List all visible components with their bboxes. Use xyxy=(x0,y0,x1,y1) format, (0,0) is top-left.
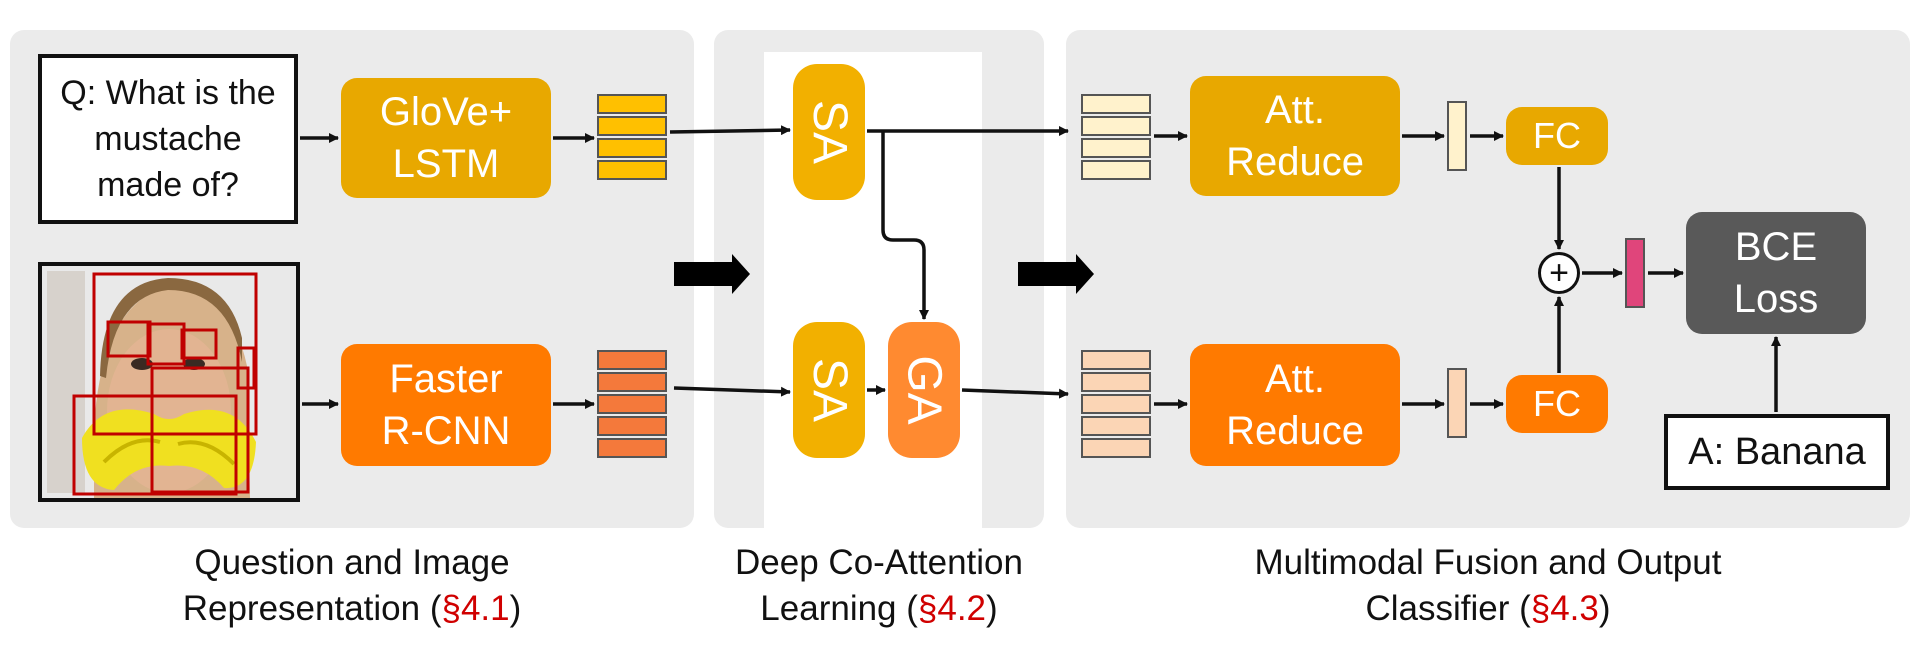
question-line-2: mustache xyxy=(94,120,242,158)
ga-block: GA xyxy=(888,322,960,458)
att-reduce-bottom-block: Att. Reduce xyxy=(1190,344,1400,466)
caption-2-close: ) xyxy=(986,589,998,628)
question-line-1: Q: What is the xyxy=(60,74,276,112)
att-reduce-bottom-line-2: Reduce xyxy=(1226,409,1364,453)
caption-1-line-2: Representation ( xyxy=(182,589,442,628)
answer-label: A: Banana xyxy=(1688,430,1866,473)
question-feature-cell xyxy=(597,94,667,114)
caption-3-section-ref: §4.3 xyxy=(1530,589,1599,628)
fc-top-block: FC xyxy=(1506,107,1608,165)
attended-image-cell xyxy=(1081,416,1151,436)
att-reduce-top-block: Att. Reduce xyxy=(1190,76,1400,196)
faster-rcnn-line-1: Faster xyxy=(389,357,503,401)
attended-question-cell xyxy=(1081,94,1151,114)
sa-top-block: SA xyxy=(793,64,865,200)
attended-image-cell xyxy=(1081,394,1151,414)
question-feature-cell xyxy=(597,160,667,180)
image-feature-cell xyxy=(597,416,667,436)
att-reduce-top-line-2: Reduce xyxy=(1226,140,1364,184)
question-feature-cell xyxy=(597,116,667,136)
caption-1-line-1: Question and Image xyxy=(194,543,510,582)
caption-3-close: ) xyxy=(1598,589,1611,628)
caption-representation: Question and Image Representation (§4.1) xyxy=(10,540,694,632)
faster-rcnn-block: Faster R-CNN xyxy=(341,344,551,466)
glove-lstm-line-1: GloVe+ xyxy=(379,90,513,134)
att-reduce-top-line-1: Att. xyxy=(1264,88,1326,132)
sum-operator: + xyxy=(1538,252,1580,294)
faster-rcnn-line-2: R-CNN xyxy=(381,409,511,453)
glove-lstm-block: GloVe+ LSTM xyxy=(341,78,551,198)
bce-loss-block: BCE Loss xyxy=(1686,212,1866,334)
image-feature-cell xyxy=(597,438,667,458)
caption-2-line-2: Learning ( xyxy=(760,589,918,628)
fc-top-label: FC xyxy=(1533,115,1581,156)
plus-symbol: + xyxy=(1549,254,1569,292)
fc-bottom-label: FC xyxy=(1533,383,1581,424)
caption-2-line-1: Deep Co-Attention xyxy=(735,543,1023,582)
question-box: Q: What is the mustache made of? xyxy=(38,54,298,224)
caption-1-section-ref: §4.1 xyxy=(441,589,510,628)
attended-question-cell xyxy=(1081,138,1151,158)
caption-3-line-2: Classifier ( xyxy=(1365,589,1531,628)
caption-co-attention: Deep Co-Attention Learning (§4.2) xyxy=(714,540,1044,632)
fused-vector xyxy=(1625,238,1645,308)
attended-question-cell xyxy=(1081,160,1151,180)
answer-box: A: Banana xyxy=(1664,414,1890,490)
attended-image-cell xyxy=(1081,350,1151,370)
attended-image-cell xyxy=(1081,438,1151,458)
ga-label: GA xyxy=(897,355,951,425)
caption-1-close: ) xyxy=(509,589,522,628)
glove-lstm-line-2: LSTM xyxy=(392,142,500,186)
input-face-image xyxy=(38,262,300,502)
caption-2-section-ref: §4.2 xyxy=(917,589,987,628)
sa-bottom-label: SA xyxy=(803,357,856,423)
reduced-question-vector xyxy=(1447,101,1467,171)
face-illustration xyxy=(42,266,296,498)
image-feature-cell xyxy=(597,350,667,370)
attended-image-cell xyxy=(1081,372,1151,392)
fc-bottom-block: FC xyxy=(1506,375,1608,433)
attended-question-cell xyxy=(1081,116,1151,136)
question-feature-cell xyxy=(597,138,667,158)
question-line-3: made of? xyxy=(97,166,239,204)
caption-fusion: Multimodal Fusion and Output Classifier … xyxy=(1066,540,1910,632)
image-feature-cell xyxy=(597,372,667,392)
bce-loss-line-1: BCE xyxy=(1734,225,1818,269)
bce-loss-line-2: Loss xyxy=(1733,277,1819,321)
sa-bottom-block: SA xyxy=(793,322,865,458)
image-feature-cell xyxy=(597,394,667,414)
att-reduce-bottom-line-1: Att. xyxy=(1264,357,1326,401)
reduced-image-vector xyxy=(1447,368,1467,438)
sa-top-label: SA xyxy=(803,99,856,165)
caption-3-line-1: Multimodal Fusion and Output xyxy=(1254,543,1722,582)
